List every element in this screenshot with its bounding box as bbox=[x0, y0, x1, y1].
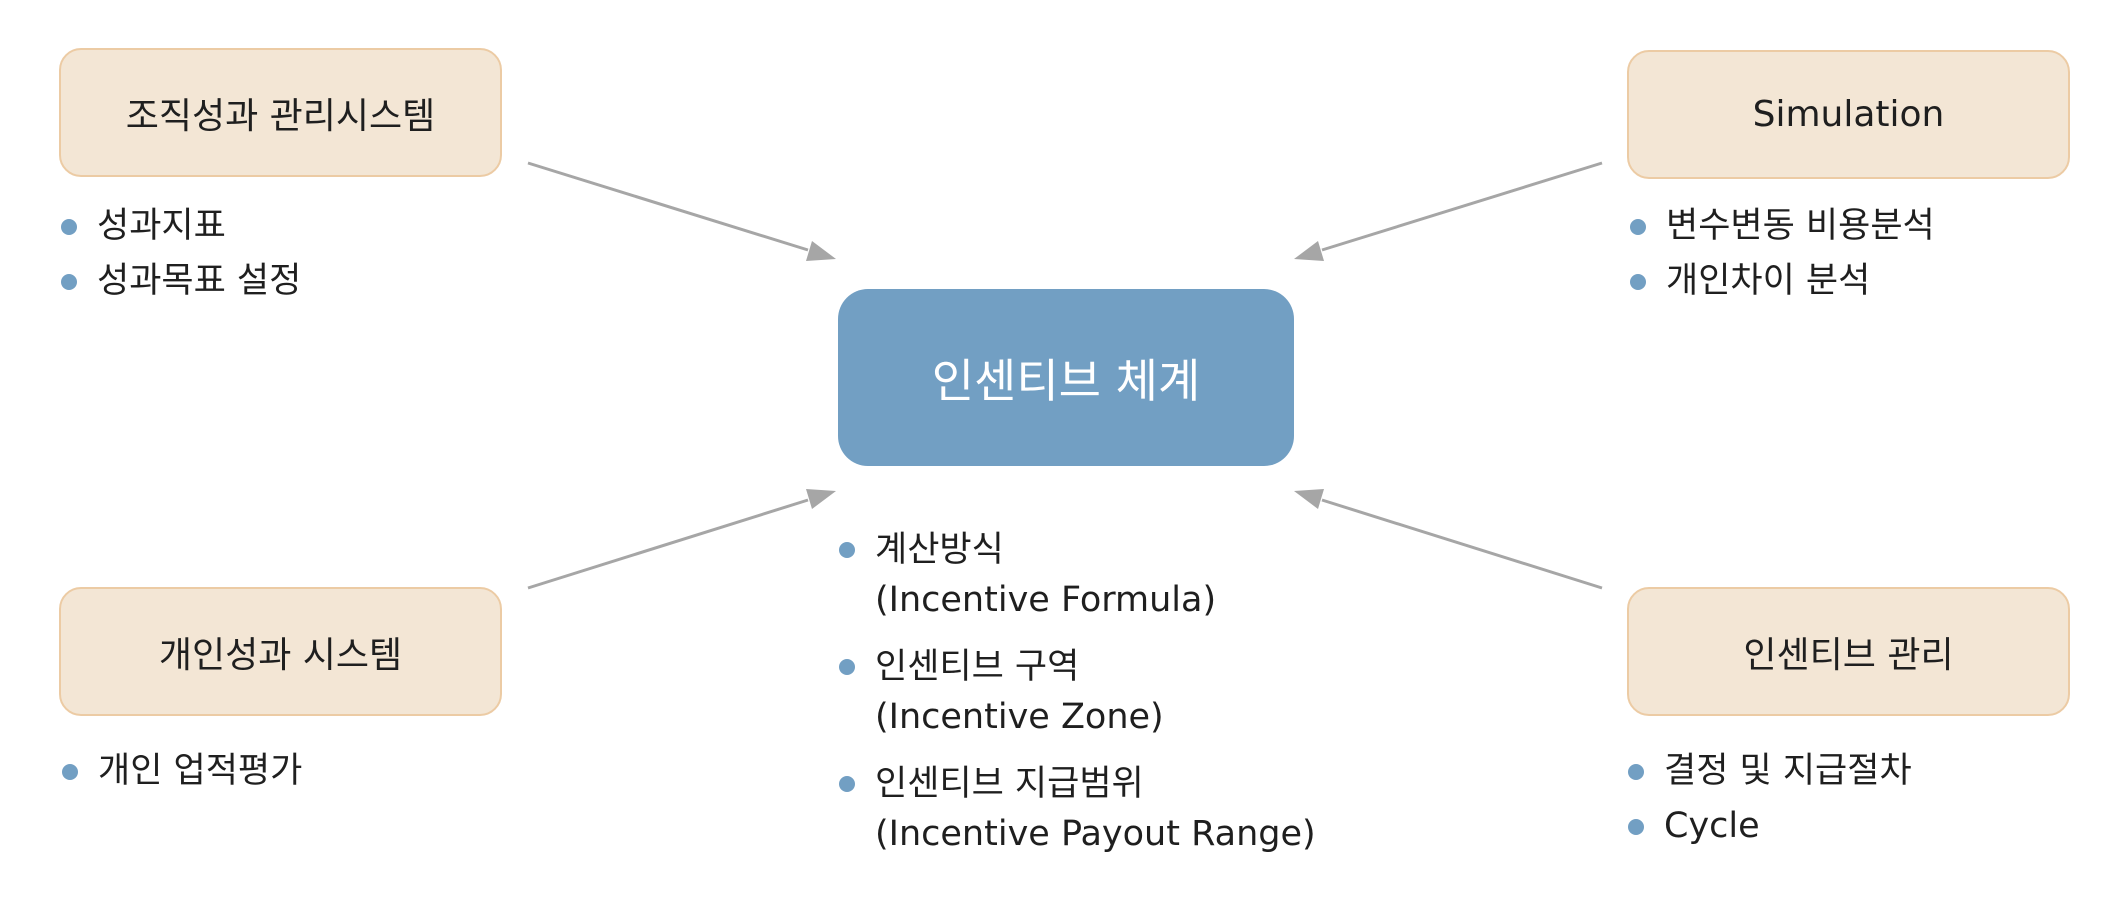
list-item: 결정 및 지급절차 bbox=[1626, 744, 1912, 799]
incentive-system-box: 인센티브 체계 bbox=[838, 289, 1294, 466]
org-performance-list: 성과지표 성과목표 설정 bbox=[59, 199, 301, 309]
org-performance-title: 조직성과 관리시스템 bbox=[125, 95, 436, 137]
incentive-management-box: 인센티브 관리 bbox=[1627, 587, 2070, 716]
arrow-top-left bbox=[527, 161, 836, 261]
list-item: 개인 업적평가 bbox=[60, 744, 302, 799]
list-item-sublabel: (Incentive Formula) bbox=[875, 580, 1217, 620]
simulation-title: Simulation bbox=[1752, 94, 1945, 135]
org-performance-box: 조직성과 관리시스템 bbox=[59, 48, 502, 177]
list-item: 인센티브 구역 (Incentive Zone) bbox=[837, 642, 1316, 742]
incentive-system-title: 인센티브 체계 bbox=[931, 353, 1201, 408]
individual-performance-box: 개인성과 시스템 bbox=[59, 587, 502, 716]
list-item: Cycle bbox=[1626, 799, 1912, 854]
list-item: 성과목표 설정 bbox=[59, 254, 301, 309]
list-item-sublabel: (Incentive Payout Range) bbox=[875, 814, 1316, 854]
list-item: 성과지표 bbox=[59, 199, 301, 254]
individual-performance-title: 개인성과 시스템 bbox=[158, 634, 403, 676]
list-item: 변수변동 비용분석 bbox=[1628, 199, 1935, 254]
list-item: 인센티브 지급범위 (Incentive Payout Range) bbox=[837, 759, 1316, 859]
list-item-label: 계산방식 bbox=[875, 530, 1004, 570]
arrow-bottom-right bbox=[1294, 489, 1603, 590]
arrow-bottom-left bbox=[527, 489, 836, 590]
list-item-label: 인센티브 지급범위 bbox=[875, 764, 1144, 804]
individual-performance-list: 개인 업적평가 bbox=[60, 744, 302, 799]
list-item-sublabel: (Incentive Zone) bbox=[875, 697, 1164, 737]
incentive-management-title: 인센티브 관리 bbox=[1743, 634, 1954, 676]
incentive-management-list: 결정 및 지급절차 Cycle bbox=[1626, 744, 1912, 854]
list-item-label: 인센티브 구역 bbox=[875, 647, 1080, 687]
list-item: 계산방식 (Incentive Formula) bbox=[837, 525, 1316, 625]
list-item: 개인차이 분석 bbox=[1628, 254, 1935, 309]
arrow-top-right bbox=[1294, 161, 1603, 261]
simulation-box: Simulation bbox=[1627, 50, 2070, 179]
simulation-list: 변수변동 비용분석 개인차이 분석 bbox=[1628, 199, 1935, 309]
incentive-components-list: 계산방식 (Incentive Formula) 인센티브 구역 (Incent… bbox=[837, 525, 1316, 876]
